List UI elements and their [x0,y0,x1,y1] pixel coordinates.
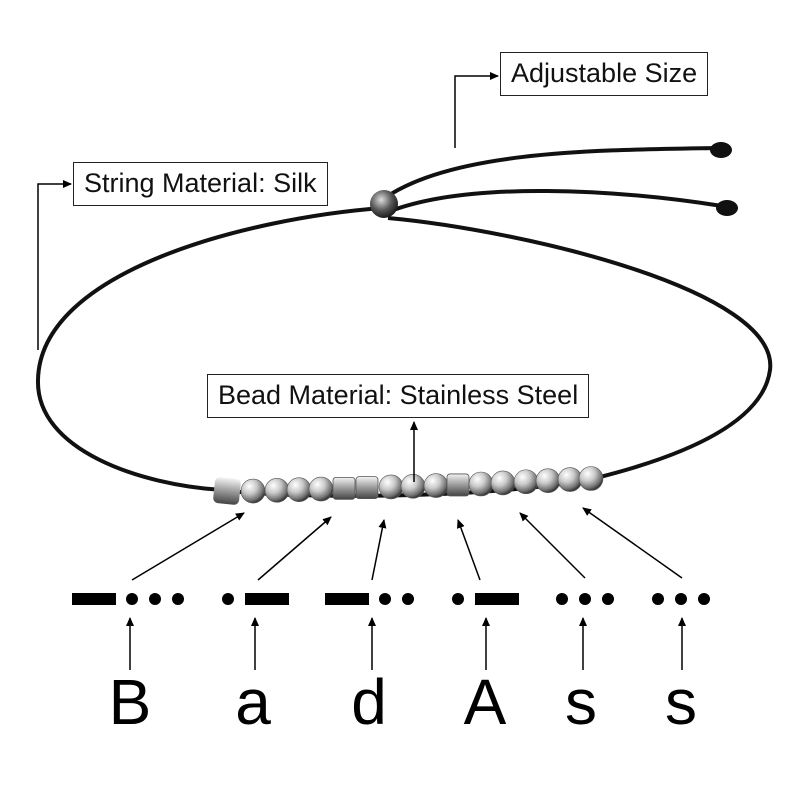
letter-A: A [463,666,507,738]
tube-bead [332,476,356,500]
tube-bead [355,476,379,500]
round-bead [286,477,312,502]
letter-d: d [351,666,387,738]
round-bead [308,476,334,502]
round-bead [468,471,494,497]
cord-tail-lower [387,188,723,214]
cord-loop [35,206,383,492]
cord-loop-right [387,216,773,480]
round-bead [378,474,404,500]
morse-dot [149,593,161,605]
arrow-d-to-beads [371,519,387,581]
morse-dot [126,593,138,605]
morse-dot [602,593,614,605]
round-bead [578,466,604,491]
leader-string-material [37,180,72,350]
round-bead [490,470,516,496]
morse-dot [222,593,234,605]
letter-a: a [235,666,271,738]
arrow-s2-to-beads [582,507,683,579]
end-cap-left [213,477,241,505]
cord-knot-lower [716,200,738,216]
morse-dash [475,593,519,605]
round-bead [513,469,539,495]
morse-dot [652,593,664,605]
arrow-b-to-beads [131,512,245,581]
morse-dot [675,593,687,605]
round-bead [535,468,561,493]
morse-dot [556,593,568,605]
bead-row [240,466,604,504]
letter-arrows [126,617,686,670]
round-bead [423,473,449,498]
arrow-a-to-beads [257,516,332,581]
morse-code-row [72,593,710,605]
morse-dash [245,593,289,605]
letter-b: B [108,666,152,738]
morse-dot [379,593,391,605]
callout-bead-material: Bead Material: Stainless Steel [207,374,590,418]
morse-dot [579,593,591,605]
morse-dot [452,593,464,605]
cord-tail-upper [380,146,719,202]
morse-dash [325,593,369,605]
arrow-s1-to-beads [519,512,586,579]
round-bead [240,478,266,504]
callout-string-material: String Material: Silk [73,162,328,206]
tube-bead [446,473,470,497]
leader-adjustable-size [454,72,499,148]
cord-knot-upper [710,142,732,158]
callout-adjustable-size: Adjustable Size [500,52,709,96]
round-bead [400,473,426,499]
letter-s-1: s [565,666,597,738]
round-bead [557,467,583,492]
slider-bead [370,190,398,218]
morse-dot [698,593,710,605]
arrow-A-to-beads [456,519,481,581]
morse-dot [172,593,184,605]
round-bead [264,478,290,503]
morse-dash [72,593,116,605]
letter-s-2: s [665,666,697,738]
morse-dot [402,593,414,605]
